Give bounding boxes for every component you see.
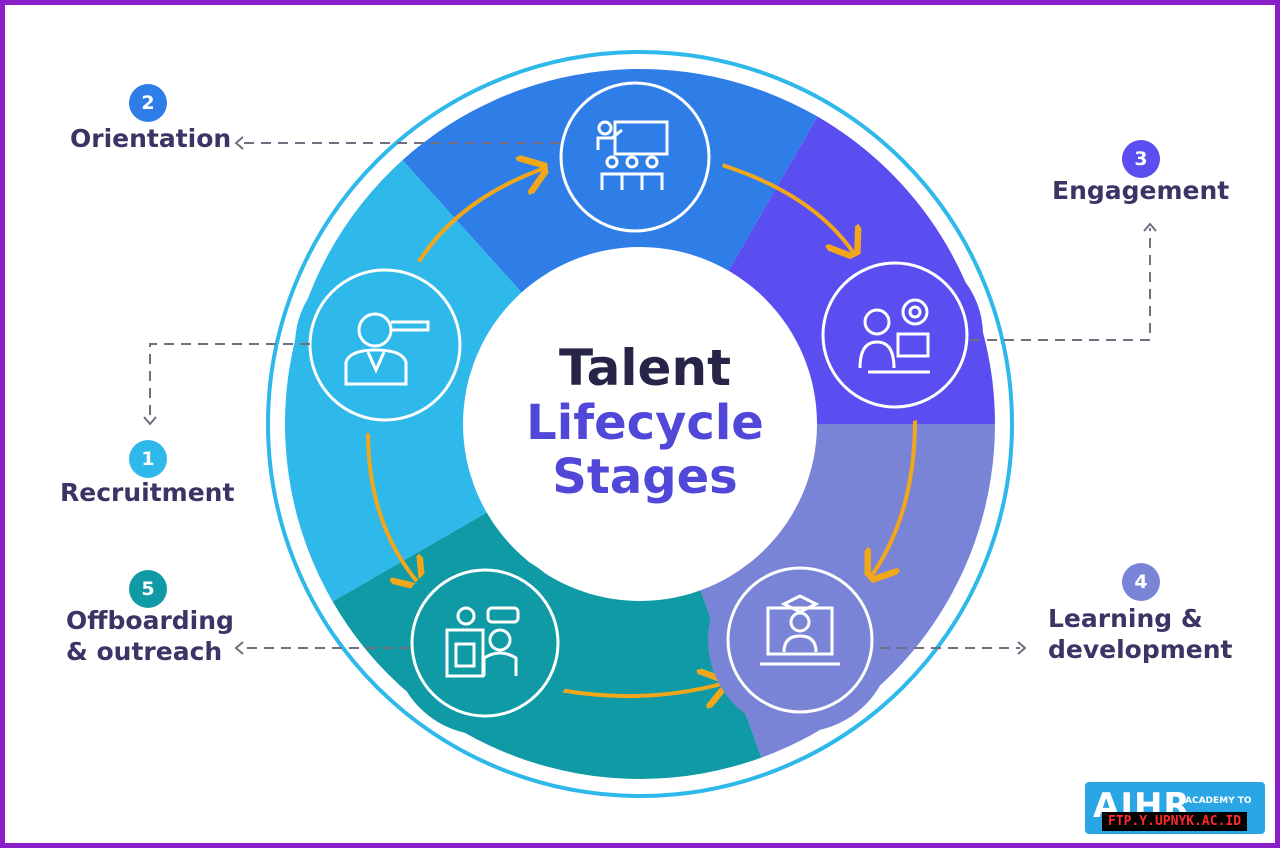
orientation-presentation-icon bbox=[596, 120, 669, 190]
title-line-1: Talent bbox=[559, 339, 731, 397]
stage-label-offboarding: Offboarding & outreach bbox=[66, 606, 234, 666]
stage-label-orientation: Orientation bbox=[70, 124, 232, 153]
stage-badge-engagement: 3 bbox=[1122, 140, 1160, 178]
stage-badge-recruitment: 1 bbox=[129, 440, 167, 478]
stage-badge-learning: 4 bbox=[1122, 563, 1160, 601]
stage-badge-offboarding: 5 bbox=[129, 570, 167, 608]
engagement-target-icon bbox=[858, 298, 930, 374]
stage-icon-engagement bbox=[807, 247, 983, 423]
title-line-3: Stages bbox=[552, 449, 738, 505]
arrow-engagement-to-learning bbox=[870, 418, 917, 578]
connector-engagement bbox=[970, 228, 1151, 341]
title-line-2: Lifecycle bbox=[526, 395, 764, 451]
stage-badge-orientation: 2 bbox=[129, 84, 167, 122]
connector-arrowheads bbox=[143, 136, 1157, 655]
watermark-text: FTP.Y.UPNYK.AC.ID bbox=[1102, 812, 1248, 831]
stage-label-learning: Learning & development bbox=[1048, 604, 1233, 664]
arrow-offboarding-to-learning bbox=[558, 683, 725, 696]
stage-icon-offboarding bbox=[393, 551, 577, 735]
recruitment-magnifier-person-icon bbox=[344, 312, 430, 386]
stage-icon-recruitment bbox=[295, 255, 475, 435]
arrow-recruitment-to-offboarding bbox=[366, 430, 420, 585]
flow-arrows bbox=[366, 163, 917, 696]
arrow-recruitment-to-orientation bbox=[413, 168, 545, 270]
stage-icon-learning bbox=[708, 548, 892, 732]
offboarding-meeting-icon bbox=[445, 606, 520, 678]
connector-recruitment bbox=[149, 343, 310, 420]
diagram-title: Talent Lifecycle Stages bbox=[470, 340, 820, 504]
arrow-orientation-to-engagement bbox=[720, 163, 855, 255]
dashed-connectors bbox=[149, 142, 1151, 649]
stage-label-engagement: Engagement bbox=[1052, 176, 1230, 205]
center-circle bbox=[463, 247, 817, 601]
logo-tagline: ACADEMY TO bbox=[1185, 796, 1252, 806]
stage-label-recruitment: Recruitment bbox=[60, 478, 235, 507]
learning-graduate-laptop-icon bbox=[760, 594, 840, 666]
stage-icon-orientation bbox=[547, 69, 723, 245]
